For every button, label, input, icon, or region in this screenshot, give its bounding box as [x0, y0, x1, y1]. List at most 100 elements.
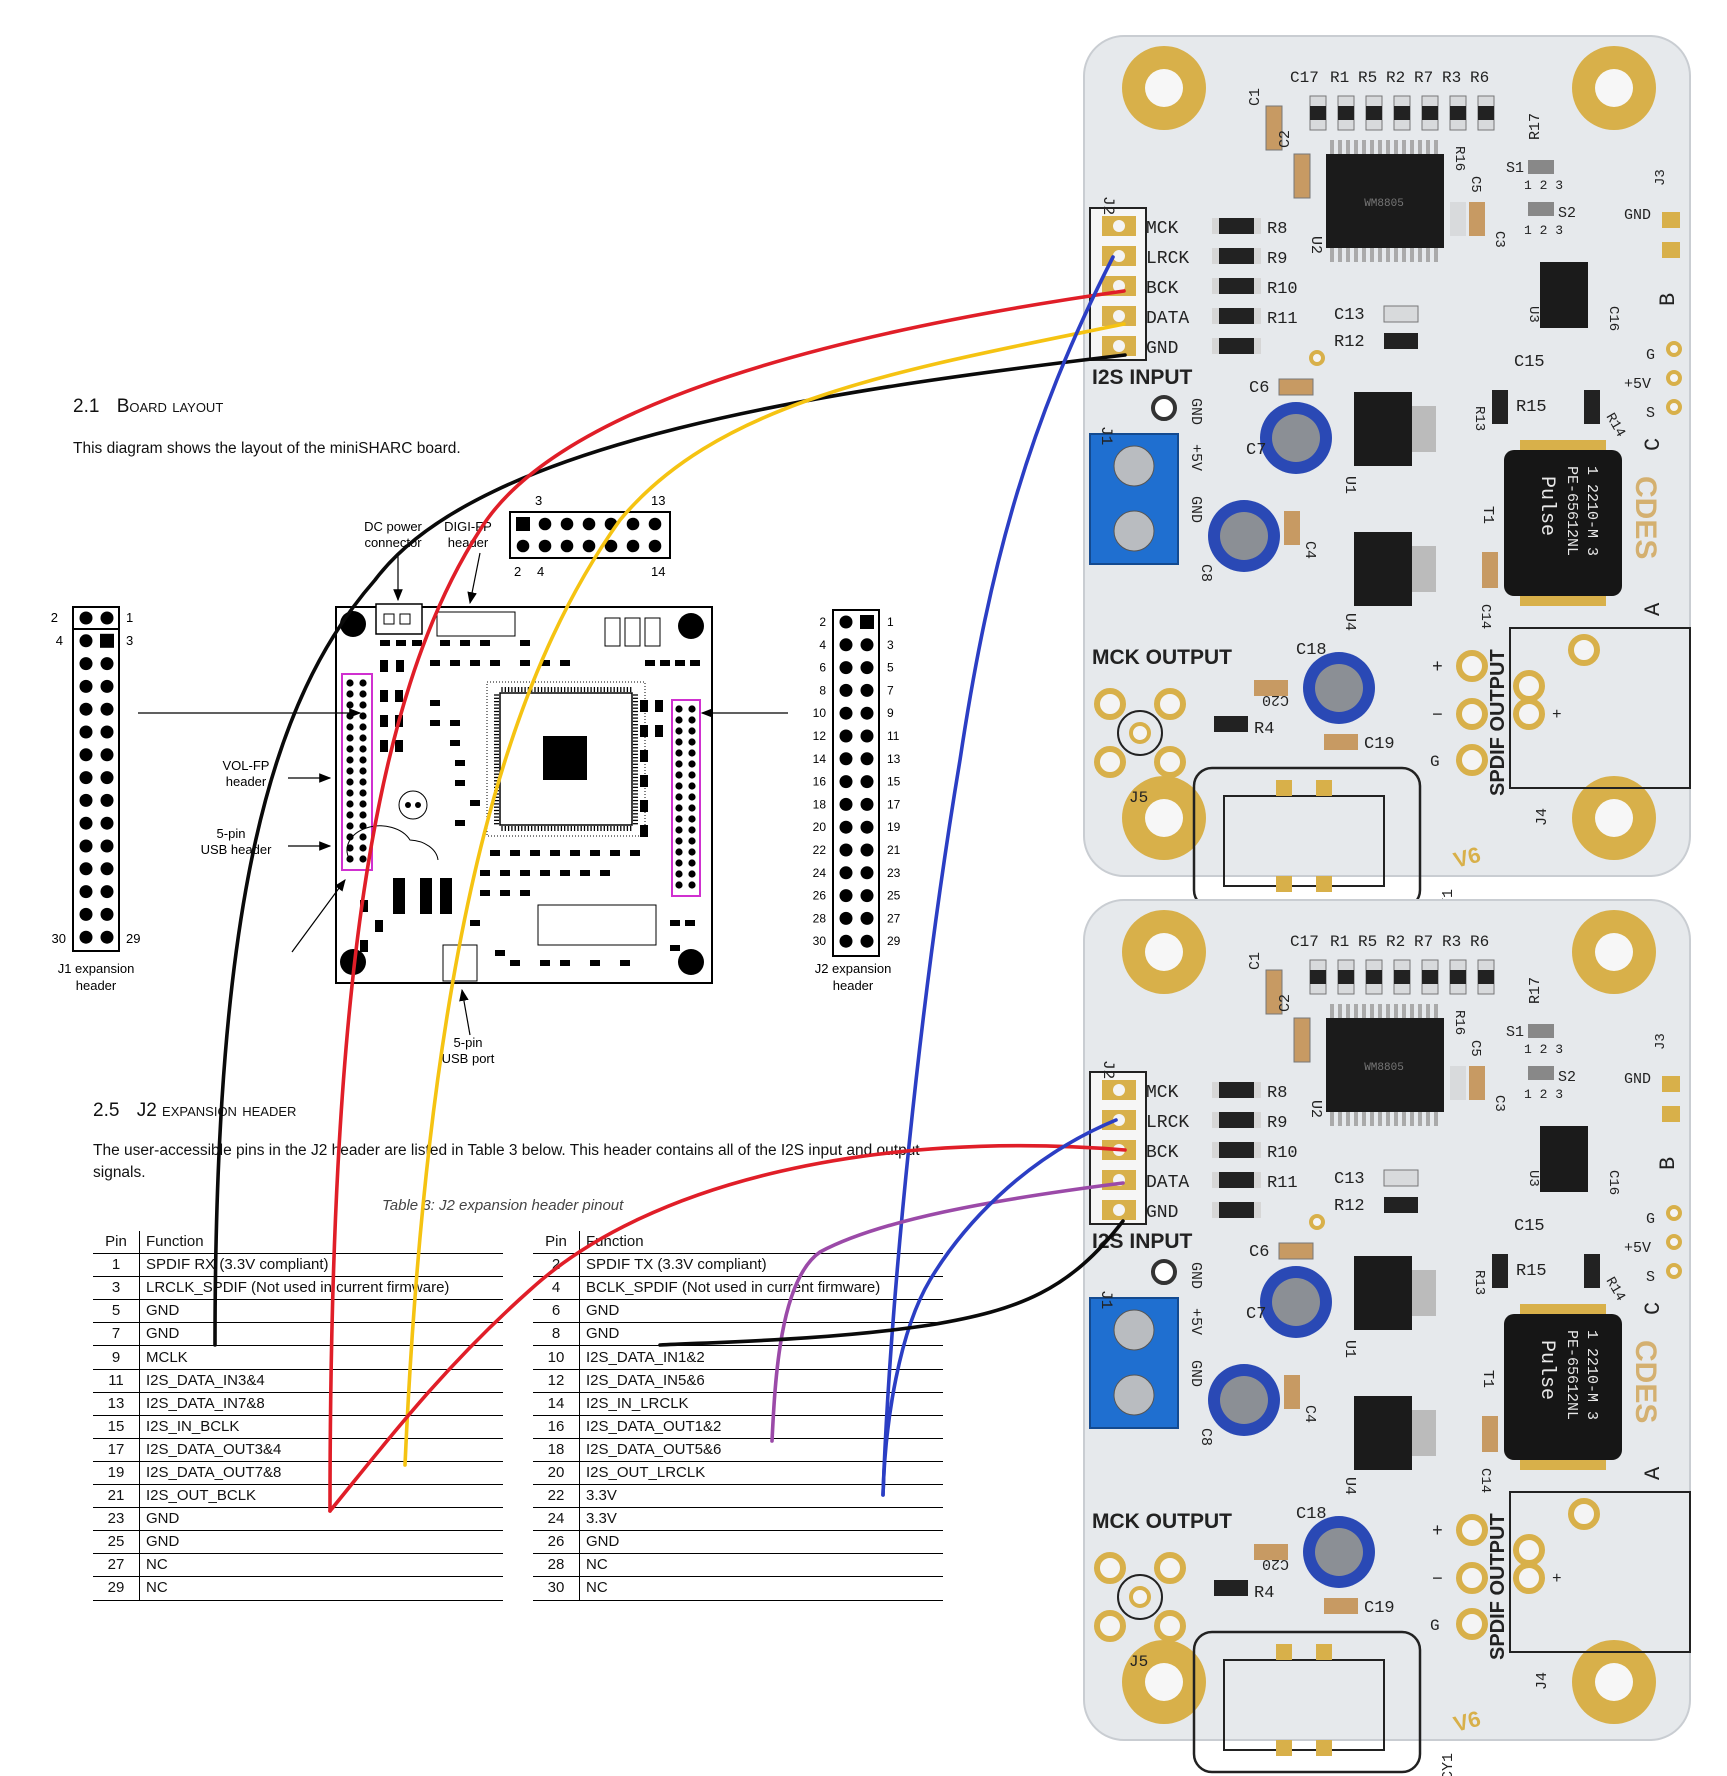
pin-dot	[626, 539, 640, 553]
pin-dot	[626, 517, 640, 531]
silkscreen-label: CDES	[1629, 1340, 1662, 1423]
pin-function: I2S_DATA_IN1&2	[579, 1345, 943, 1370]
pin-dot	[860, 843, 874, 857]
smd-part	[1338, 106, 1354, 120]
pin-dot	[860, 706, 874, 720]
pin-number: 28	[533, 1553, 580, 1578]
pin-dot	[346, 745, 354, 753]
chip-pin	[1378, 1004, 1382, 1018]
smd-part	[1478, 106, 1494, 120]
chip-pin	[1330, 140, 1334, 154]
pin-dot	[346, 800, 354, 808]
pin-function: BCLK_SPDIF (Not used in current firmware…	[579, 1276, 943, 1301]
rca-pad	[1513, 670, 1545, 702]
pin-dot	[860, 889, 874, 903]
chip-pin	[1418, 1112, 1422, 1126]
silkscreen-label: GND	[1187, 1262, 1204, 1289]
header-pin-hole	[1113, 340, 1125, 352]
pin-label-lrck: LRCK	[1146, 1113, 1189, 1133]
capacitor	[1383, 305, 1419, 323]
silkscreen-label: J1	[1097, 1290, 1115, 1309]
capacitor	[1284, 1375, 1300, 1409]
chip-pin	[1434, 1112, 1438, 1126]
smd-component	[470, 920, 480, 926]
chip-pin	[1426, 248, 1430, 262]
smd-component	[550, 850, 560, 856]
pin-dot	[516, 539, 530, 553]
pin-dot	[860, 661, 874, 675]
pin-dot	[688, 705, 696, 713]
smd-component	[395, 740, 403, 752]
j2-pin-label: 18	[813, 797, 827, 811]
pin-dot	[688, 760, 696, 768]
u3-chip	[1540, 1126, 1588, 1192]
digi-pin-label: 13	[651, 493, 665, 508]
smd-component	[490, 850, 500, 856]
j1-caption: J1 expansion	[58, 961, 135, 976]
smd-component	[640, 725, 648, 737]
pin-dot	[100, 657, 114, 671]
pin-number: 12	[533, 1369, 580, 1393]
pin-label-bck: BCK	[1146, 279, 1179, 299]
chip-pin	[1410, 1112, 1414, 1126]
silkscreen-label: R4	[1254, 720, 1274, 739]
silkscreen-label: R8	[1267, 220, 1287, 239]
pin-dot	[79, 748, 93, 762]
pin-dot	[79, 793, 93, 807]
chip-pin	[1330, 1112, 1334, 1126]
silkscreen-label: S	[1646, 1269, 1655, 1286]
pin-dot	[839, 683, 853, 697]
smd-part	[1310, 106, 1326, 120]
pin-number: 26	[533, 1530, 580, 1555]
silkscreen-label: R2	[1386, 933, 1405, 951]
pin-dot	[79, 862, 93, 876]
silkscreen-label: R9	[1267, 1114, 1287, 1133]
pad	[1662, 242, 1680, 258]
chip-pin	[1402, 1004, 1406, 1018]
silkscreen-label: J4	[1534, 1672, 1551, 1690]
screw	[1113, 445, 1155, 487]
jumper-switch	[1528, 160, 1554, 174]
silkscreen-label: R13	[1471, 1270, 1487, 1295]
pin-dot	[100, 748, 114, 762]
pin-number: 24	[533, 1507, 580, 1532]
silkscreen-label: R5	[1358, 69, 1377, 87]
silkscreen-label: CY1	[1440, 1753, 1457, 1776]
j2-pin-label: 10	[813, 706, 827, 720]
pin-number: 14	[533, 1392, 580, 1416]
wire-black-top-gnd	[213, 353, 1127, 1347]
chip-pin	[1370, 1004, 1374, 1018]
pin-number: 29	[93, 1576, 140, 1601]
screw	[1113, 1309, 1155, 1351]
wire-blue-top-lrck	[881, 255, 1115, 1497]
j2-pin-label: 13	[887, 752, 901, 766]
silkscreen-label: A	[1641, 602, 1666, 616]
j2-pin-label: 7	[887, 683, 894, 697]
pin-dot	[79, 611, 93, 625]
pin-dot	[346, 822, 354, 830]
pin-dot	[860, 752, 874, 766]
chip-pin	[1426, 1004, 1430, 1018]
pin-dot	[79, 771, 93, 785]
spdif-pad	[1456, 744, 1488, 776]
resistor	[1384, 333, 1418, 349]
section-number: 2.1	[73, 396, 100, 417]
usb-port-label: 5-pin	[454, 1035, 483, 1050]
pin-dot	[860, 729, 874, 743]
square-pin	[860, 615, 874, 629]
j1-pin-label: 4	[56, 633, 63, 648]
pulse-transformer	[1504, 450, 1622, 596]
resistor	[1216, 218, 1258, 234]
j2-pin-label: 29	[887, 934, 901, 948]
section-2-5-heading: 2.5 J2 expansion header	[93, 1100, 296, 1122]
j2-pin-label: 19	[887, 820, 901, 834]
smd-component	[520, 640, 530, 646]
smd-component	[360, 900, 368, 912]
j2-pin-label: 2	[819, 615, 826, 629]
capacitor	[1469, 1066, 1485, 1100]
regulator-tab	[1412, 1410, 1436, 1456]
